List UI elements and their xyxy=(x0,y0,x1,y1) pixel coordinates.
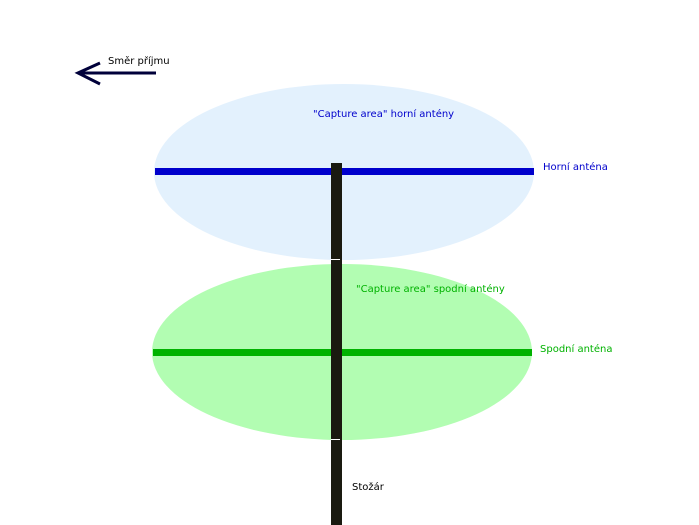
mast xyxy=(331,163,342,525)
lower-antenna xyxy=(153,349,532,356)
lower-antenna-label: Spodní anténa xyxy=(540,343,612,355)
direction-arrow-icon xyxy=(74,61,156,86)
upper-capture-label: "Capture area" horní antény xyxy=(313,108,454,120)
mast-label: Stožár xyxy=(352,481,385,493)
upper-antenna-label: Horní anténa xyxy=(543,161,608,173)
upper-antenna xyxy=(155,168,534,175)
direction-label: Směr příjmu xyxy=(108,55,170,67)
lower-capture-label: "Capture area" spodní antény xyxy=(356,283,505,295)
mast-tick-upper xyxy=(331,259,340,260)
mast-tick-lower xyxy=(331,439,340,440)
